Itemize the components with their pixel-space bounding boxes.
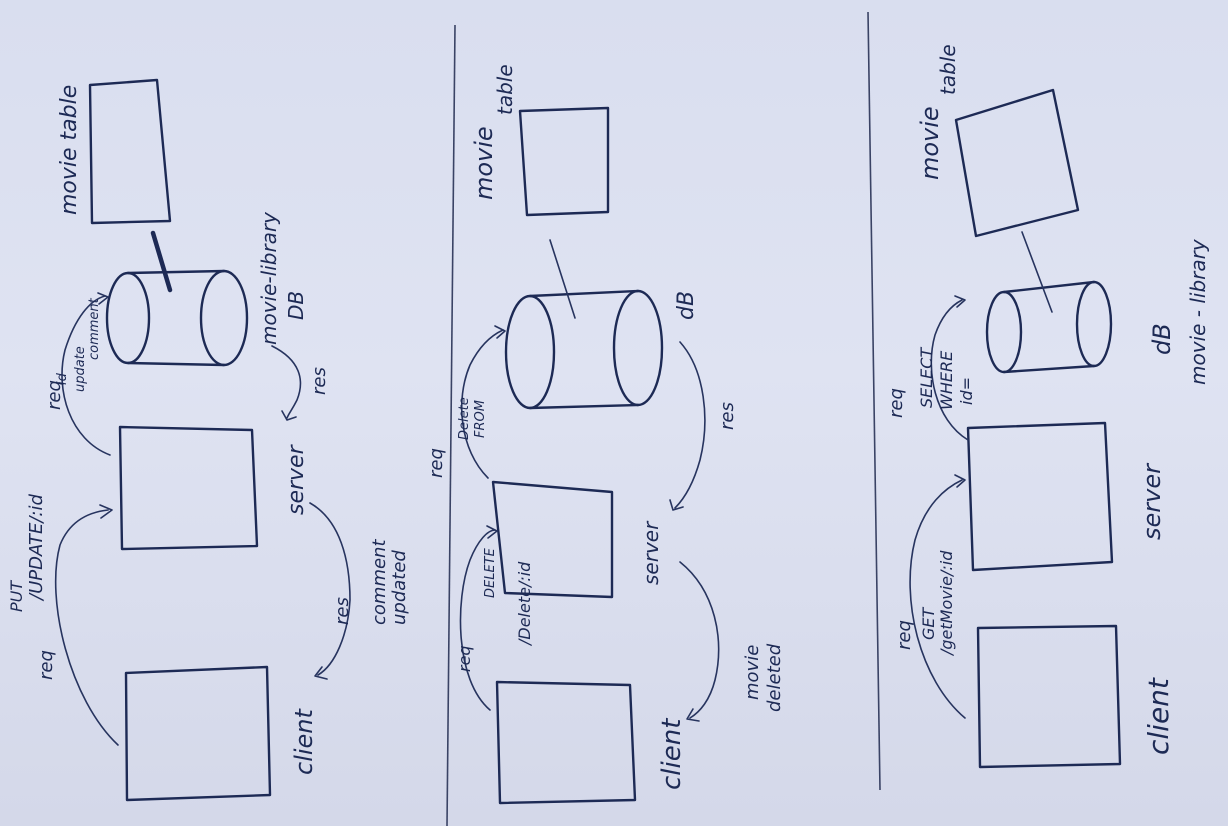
table-box [954, 88, 1080, 238]
request-label: req [426, 448, 447, 478]
arrow-server-to-db [460, 329, 504, 479]
client-label: client [1142, 677, 1175, 755]
request-path-label: /Delete/:id [515, 561, 534, 647]
arrow-server-to-client [679, 561, 720, 719]
request-label: req [44, 380, 65, 410]
db-label: dB [1148, 323, 1176, 355]
db-query-label: SELECT [917, 347, 936, 408]
request-method-label: PUT [7, 580, 26, 612]
table-label: movie table [57, 85, 82, 215]
client-box [976, 624, 1122, 769]
client-box [124, 665, 272, 802]
request-label: req [886, 388, 907, 418]
request-method-label: GET [919, 606, 938, 640]
table-box [518, 106, 610, 217]
result-label: movie [742, 645, 763, 700]
db-name-label: movie - library [1186, 238, 1210, 385]
arrow-client-to-server [54, 509, 119, 746]
response-label: res [717, 402, 738, 430]
db-query-label: id [55, 372, 70, 385]
request-label: req [36, 650, 57, 680]
db-query-label: update [73, 346, 88, 392]
table-label: movie [916, 106, 944, 180]
panel-divider [446, 24, 456, 826]
panel-update: client server movie-library DB movie tab… [7, 78, 410, 802]
server-label: server [1138, 462, 1166, 540]
table-box [88, 78, 172, 225]
db-label: dB [674, 291, 699, 320]
panel-delete: client server dB movie table req DELETE … [426, 64, 785, 805]
arrow-db-to-server [674, 341, 706, 509]
server-box [491, 480, 614, 599]
arrow-client-to-server [909, 479, 966, 719]
result-label: comment [369, 539, 390, 625]
db-query-label: FROM [473, 400, 488, 438]
arrow-server-to-db [930, 299, 969, 441]
client-box [495, 680, 637, 805]
result-label: updated [389, 550, 410, 625]
db-query-label: Delete [457, 397, 472, 440]
result-label: deleted [764, 643, 785, 712]
db-query-label: comment [87, 297, 102, 360]
arrow-client-to-server [459, 529, 496, 711]
request-label: req [894, 620, 915, 650]
table-label: table [936, 44, 960, 95]
response-label: res [309, 367, 330, 395]
request-label: req [455, 645, 474, 672]
panel-divider [867, 11, 881, 791]
db-table-connector [549, 239, 576, 319]
database-cylinder [504, 289, 664, 410]
server-label: server [639, 520, 663, 585]
db-query-label: id= [957, 377, 976, 405]
response-label: res [332, 597, 353, 625]
client-label: client [657, 718, 687, 790]
client-label: client [290, 707, 318, 775]
db-table-connector [150, 230, 173, 293]
request-path-label: /UPDATE/:id [26, 494, 47, 602]
panel-select: client server dB movie - library movie t… [886, 44, 1210, 769]
server-box [118, 425, 259, 551]
arrow-server-to-db [61, 295, 111, 456]
request-path-label: /getMovie/:id [937, 550, 956, 657]
db-name-label: movie-library [257, 211, 281, 345]
table-label: table [493, 64, 517, 115]
db-table-connector [1021, 231, 1053, 313]
database-cylinder [105, 269, 249, 367]
arrow-db-to-server [271, 345, 302, 419]
db-label: DB [284, 291, 308, 320]
arrow-server-to-client [309, 502, 351, 676]
table-label: movie [470, 126, 498, 200]
request-method-label: DELETE [483, 547, 498, 598]
database-cylinder [985, 280, 1113, 374]
db-query-label: WHERE [937, 350, 956, 410]
server-label: server [284, 443, 309, 515]
server-box [966, 421, 1114, 572]
